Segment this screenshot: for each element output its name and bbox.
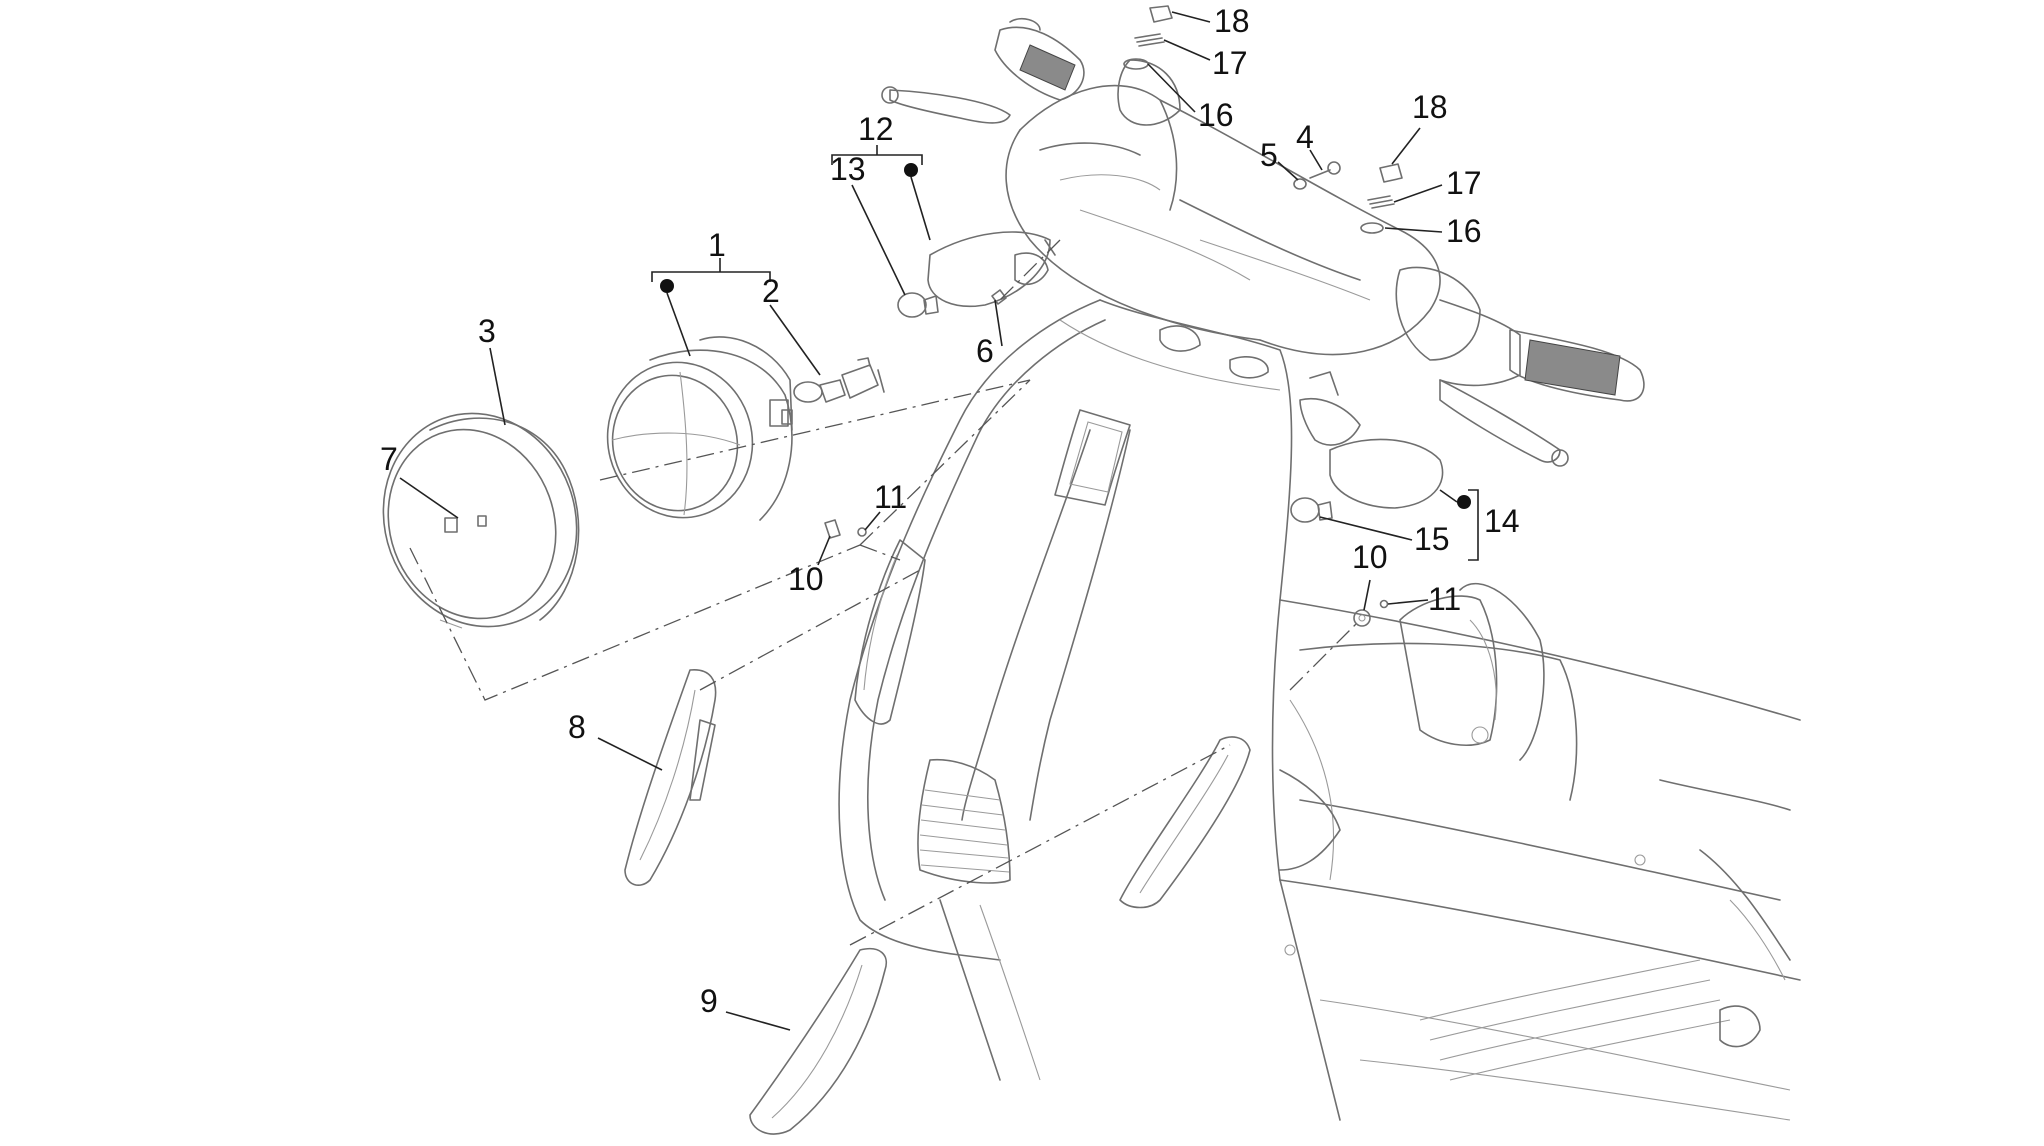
callout-16-right: 16	[1446, 213, 1482, 249]
callout-dot	[660, 279, 674, 293]
callout-10-right: 10	[1352, 539, 1388, 575]
alignment-lines	[409, 239, 1361, 946]
callout-15: 15	[1414, 521, 1450, 557]
callout-7: 7	[380, 441, 398, 477]
headlamp-rim	[382, 412, 580, 629]
side-light-lens	[749, 948, 887, 1135]
callout-9: 9	[700, 983, 718, 1019]
callout-14: 14	[1484, 503, 1520, 539]
callout-dot	[904, 163, 918, 177]
callout-dot	[1457, 495, 1471, 509]
headlamp-unit	[606, 336, 793, 521]
callout-leaders	[399, 11, 1479, 1031]
callout-11-right: 11	[1428, 581, 1461, 617]
side-position-light	[624, 669, 717, 886]
callout-6: 6	[976, 333, 994, 369]
callout-labels: 1 2 3 4 5 6 7 8 9 10 10 11 11 12 13 14 1…	[380, 3, 1520, 1019]
callout-5: 5	[1260, 137, 1278, 173]
front-right-turn-signal	[1290, 371, 1444, 523]
scooter-body	[838, 299, 1801, 1121]
callout-4: 4	[1296, 119, 1314, 155]
callout-11-left: 11	[874, 479, 907, 515]
callout-3: 3	[478, 313, 496, 349]
callout-17-top: 17	[1212, 45, 1248, 81]
handlebar-assembly	[881, 18, 1645, 467]
callout-17-right: 17	[1446, 165, 1482, 201]
callout-8: 8	[568, 709, 586, 745]
callout-10-left: 10	[788, 561, 824, 597]
callout-12: 12	[858, 111, 894, 147]
callout-18-top: 18	[1214, 3, 1250, 39]
callout-16-top: 16	[1198, 97, 1234, 133]
callout-2: 2	[762, 273, 780, 309]
fasteners	[824, 5, 1403, 627]
callout-1: 1	[708, 227, 726, 263]
callout-18-right: 18	[1412, 89, 1448, 125]
callout-13: 13	[830, 151, 866, 187]
front-left-turn-signal	[897, 231, 1056, 318]
headlamp-bulb	[793, 357, 885, 403]
